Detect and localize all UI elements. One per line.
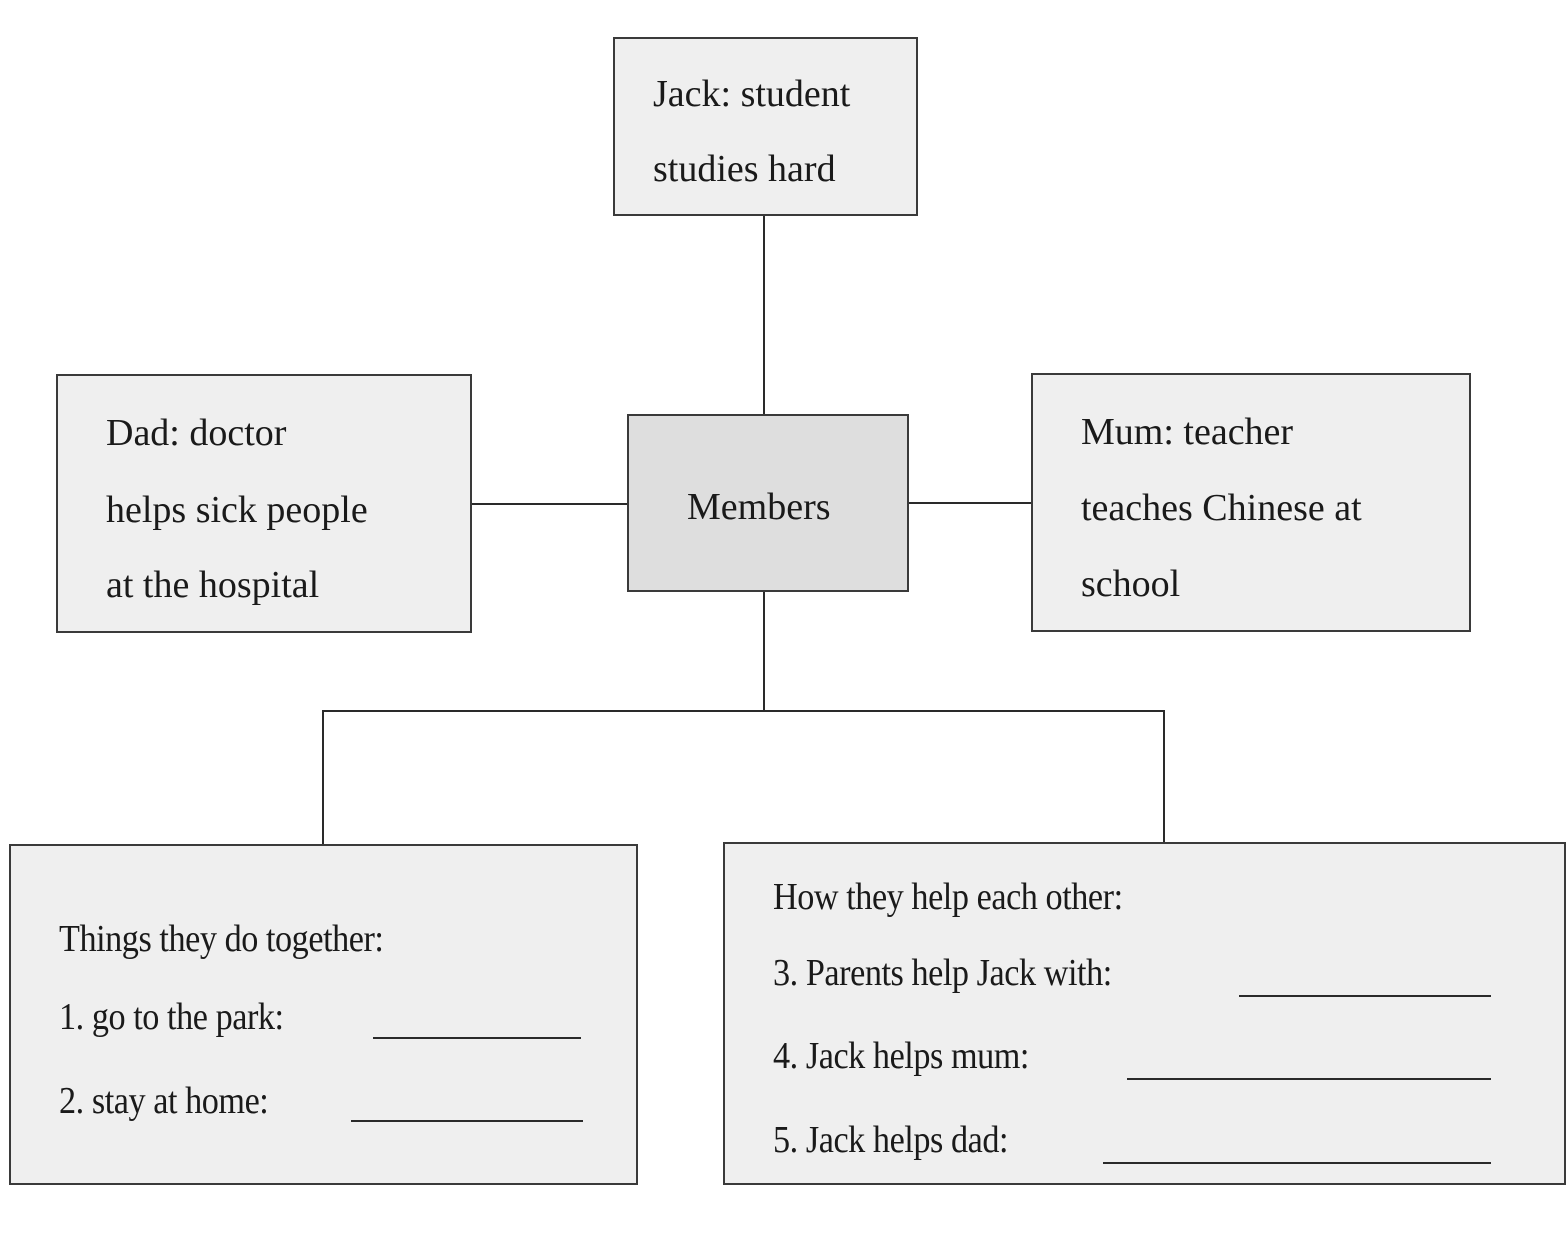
item-3-label: 3. Parents help Jack with: — [773, 952, 1112, 994]
connector-bottom-horizontal — [322, 710, 1165, 712]
item-5-answer-blank[interactable] — [1103, 1162, 1491, 1164]
jack-description-text: studies hard — [653, 148, 836, 190]
dad-role-text: Dad: doctor — [106, 412, 287, 454]
connector-center-down — [763, 590, 765, 712]
connector-top-to-center — [763, 214, 765, 416]
jack-box: Jack: student studies hard — [613, 37, 918, 216]
dad-description-line-2: at the hospital — [106, 564, 320, 606]
mum-role-text: Mum: teacher — [1081, 411, 1294, 453]
dad-box: Dad: doctor helps sick people at the hos… — [56, 374, 472, 633]
jack-role-text: Jack: student — [653, 73, 851, 115]
item-4-answer-blank[interactable] — [1127, 1078, 1491, 1080]
help-each-other-box: How they help each other: 3. Parents hel… — [723, 842, 1566, 1185]
item-4-label: 4. Jack helps mum: — [773, 1035, 1029, 1077]
connector-right-to-center — [907, 502, 1034, 504]
dad-description-line-1: helps sick people — [106, 489, 368, 531]
connector-to-bottom-right — [1163, 710, 1165, 844]
connector-to-bottom-left — [322, 710, 324, 846]
members-box: Members — [627, 414, 909, 592]
item-5-label: 5. Jack helps dad: — [773, 1119, 1009, 1161]
item-1-label: 1. go to the park: — [59, 996, 284, 1038]
mum-description-line-2: school — [1081, 563, 1181, 605]
connector-left-to-center — [470, 503, 630, 505]
item-2-label: 2. stay at home: — [59, 1080, 269, 1122]
things-together-heading: Things they do together: — [59, 918, 384, 960]
help-each-other-heading: How they help each other: — [773, 876, 1123, 918]
mum-box: Mum: teacher teaches Chinese at school — [1031, 373, 1471, 632]
item-3-answer-blank[interactable] — [1239, 995, 1491, 997]
things-together-box: Things they do together: 1. go to the pa… — [9, 844, 638, 1185]
mum-description-line-1: teaches Chinese at — [1081, 487, 1362, 529]
item-1-answer-blank[interactable] — [373, 1037, 581, 1039]
item-2-answer-blank[interactable] — [351, 1120, 583, 1122]
members-label: Members — [687, 486, 831, 528]
